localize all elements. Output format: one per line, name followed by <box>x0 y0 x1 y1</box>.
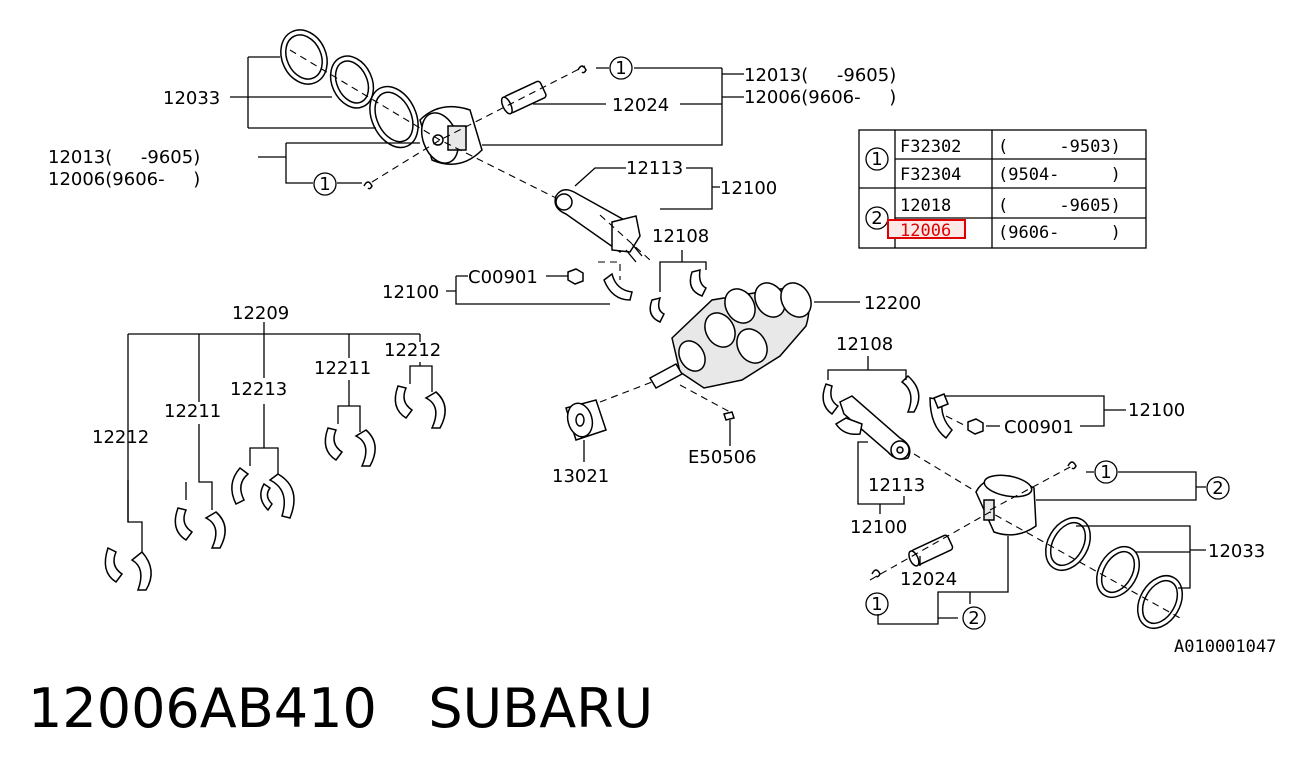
lower-piston-assembly: 1 2 1 2 12033 12024 <box>865 460 1265 630</box>
callout-1-bot-right <box>1094 460 1118 484</box>
table-row-3-part: 12018 <box>900 196 951 216</box>
lower-rod-nut <box>967 418 984 435</box>
label-12100-bot: 12100 <box>850 517 907 538</box>
label-12212-a: 12212 <box>92 427 149 448</box>
main-bearings: 12209 12212 12211 12213 12211 12212 <box>92 303 446 591</box>
callout-1-left-text: 1 <box>319 174 330 195</box>
label-12033-bot: 12033 <box>1208 541 1265 562</box>
callout-1-bot-right-text: 1 <box>1100 462 1111 483</box>
top-rod-cap <box>603 272 633 301</box>
reference-code: A010001047 <box>1174 637 1276 657</box>
callout-1-top-text: 1 <box>615 58 626 79</box>
lower-piston-ring-2 <box>1095 546 1141 598</box>
lower-connecting-rod: 12108 C00901 12100 12113 12100 <box>822 334 1185 538</box>
top-rod-nut <box>567 268 584 285</box>
label-E50506: E50506 <box>688 447 757 468</box>
table-row-1-part: F32302 <box>900 137 961 157</box>
label-12013-top: 12013( -9605) <box>744 65 896 86</box>
label-12211-a: 12211 <box>164 401 221 422</box>
label-12113-bot: 12113 <box>868 475 925 496</box>
label-12213: 12213 <box>230 379 287 400</box>
label-12006-left: 12006(9606- ) <box>48 169 200 190</box>
top-circlip-2 <box>363 181 373 190</box>
label-C00901-mid: C00901 <box>468 267 538 288</box>
table-row-2-part: F32304 <box>900 165 961 185</box>
highlighted-part-box[interactable] <box>887 219 966 239</box>
top-piston-ring-1 <box>280 29 328 85</box>
label-12108-bot: 12108 <box>836 334 893 355</box>
top-piston-assembly: 12033 1 12013( -9605) 12006(9606- ) 1202… <box>48 29 896 216</box>
table-row-2-range: (9504- ) <box>998 165 1121 185</box>
lower-circlip-2 <box>871 569 881 578</box>
top-piston-ring-2 <box>329 55 375 109</box>
label-12100-mid: 12100 <box>382 282 439 303</box>
reference-table: 1 2 F32302 ( -9503) F32304 (9504- ) 1201… <box>858 129 1147 249</box>
part-caption: 12006AB410 SUBARU <box>28 682 653 736</box>
label-12013-left: 12013( -9605) <box>48 147 200 168</box>
callout-1-bot-left-text: 1 <box>871 594 882 615</box>
lower-piston-ring-3 <box>1136 575 1184 629</box>
callout-1-bot-left <box>865 592 889 616</box>
callout-2-bot-right-text: 2 <box>1212 478 1223 499</box>
label-12108-top: 12108 <box>652 226 709 247</box>
top-piston-ring-3 <box>369 85 419 149</box>
table-row-3-range: ( -9605) <box>998 196 1121 216</box>
label-12200: 12200 <box>864 293 921 314</box>
label-12212-b: 12212 <box>384 340 441 361</box>
label-12033-top: 12033 <box>163 88 220 109</box>
table-row-1-range: ( -9503) <box>998 137 1121 157</box>
table-row-4-range: (9606- ) <box>998 223 1121 243</box>
label-12024-bot: 12024 <box>900 569 957 590</box>
lower-piston-ring-1 <box>1044 517 1092 571</box>
label-12100-bot-right: 12100 <box>1128 400 1185 421</box>
table-row-4-part: 12006 <box>900 221 951 241</box>
label-12211-b: 12211 <box>314 358 371 379</box>
label-12024-top: 12024 <box>612 95 669 116</box>
label-12006-top: 12006(9606- ) <box>744 87 896 108</box>
upper-bearing-12108: 12108 <box>649 226 709 323</box>
table-group-2: 2 <box>871 208 882 229</box>
top-piston <box>419 105 483 165</box>
label-13021: 13021 <box>552 466 609 487</box>
callout-2-bot <box>962 606 986 630</box>
table-callout-1 <box>865 147 889 171</box>
brand-name: SUBARU <box>428 677 654 740</box>
lower-piston-pin <box>908 534 954 567</box>
label-C00901-bot: C00901 <box>1004 417 1074 438</box>
callout-2-bot-right <box>1206 476 1230 500</box>
table-group-1: 1 <box>871 149 882 170</box>
callout-1-left <box>313 172 337 196</box>
lower-piston <box>975 474 1037 536</box>
callout-1-top <box>609 56 633 80</box>
table-callout-2 <box>865 206 889 230</box>
key-E50506: E50506 <box>688 411 757 468</box>
parts-diagram: 12033 1 12013( -9605) 12006(9606- ) 1202… <box>48 29 1276 657</box>
crankshaft: 12200 <box>599 282 921 413</box>
label-12209: 12209 <box>232 303 289 324</box>
part-number: 12006AB410 <box>28 677 377 740</box>
callout-2-bot-text: 2 <box>968 608 979 629</box>
top-circlip-1 <box>577 65 587 74</box>
label-12113-top: 12113 <box>626 158 683 179</box>
sprocket-13021: 13021 <box>552 399 609 487</box>
label-12100-top: 12100 <box>720 178 777 199</box>
top-connecting-rod: 12113 12100 12100 C00901 <box>382 158 777 305</box>
